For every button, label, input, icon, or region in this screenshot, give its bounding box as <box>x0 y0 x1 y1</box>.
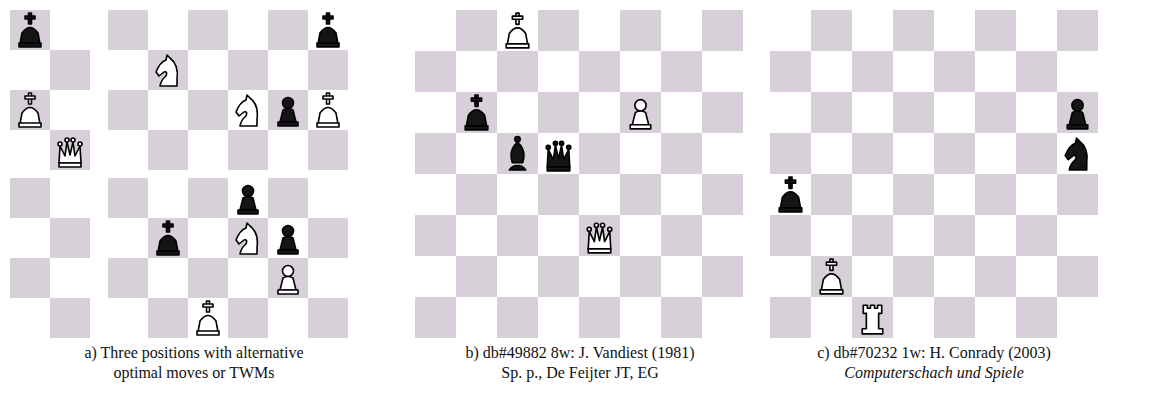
black-king <box>779 177 802 212</box>
white-knight <box>156 55 177 86</box>
caption-line: optimal moves or TWMs <box>4 363 384 383</box>
caption-line: Computerschach und Spiele <box>744 363 1124 383</box>
black-pawn <box>278 98 298 127</box>
black-pawn <box>1067 100 1088 129</box>
board-c <box>770 10 1098 338</box>
black-king <box>317 13 339 47</box>
caption-line: Sp. p., De Feijter JT, EG <box>390 363 770 383</box>
white-knight <box>236 223 257 254</box>
black-queen <box>546 141 571 171</box>
board-b <box>415 10 743 338</box>
black-king <box>19 13 41 47</box>
black-knight <box>1065 138 1087 170</box>
board-part <box>108 178 348 338</box>
black-pawn <box>238 186 258 215</box>
white-king <box>820 259 843 294</box>
white-queen <box>58 138 82 167</box>
white-king <box>317 93 339 127</box>
white-pawn <box>278 266 298 295</box>
white-king <box>506 13 529 48</box>
white-knight <box>236 95 257 126</box>
board <box>770 10 1098 338</box>
board <box>415 10 743 338</box>
caption-line: b) db#49882 8w: J. Vandiest (1981) <box>390 343 770 363</box>
white-queen <box>587 223 612 253</box>
black-pawn <box>278 226 298 255</box>
white-pawn <box>630 100 651 129</box>
white-king <box>197 301 219 335</box>
caption-line: a) Three positions with alternative <box>4 343 384 363</box>
board-part <box>10 10 90 170</box>
board-a <box>10 10 348 338</box>
board-part <box>10 178 90 338</box>
black-king <box>465 95 488 130</box>
white-king <box>19 93 41 127</box>
white-rook <box>862 305 883 334</box>
board-part <box>108 10 348 170</box>
black-bishop <box>509 136 525 169</box>
black-king <box>157 221 179 255</box>
caption-line: c) db#70232 1w: H. Conrady (2003) <box>744 343 1124 363</box>
